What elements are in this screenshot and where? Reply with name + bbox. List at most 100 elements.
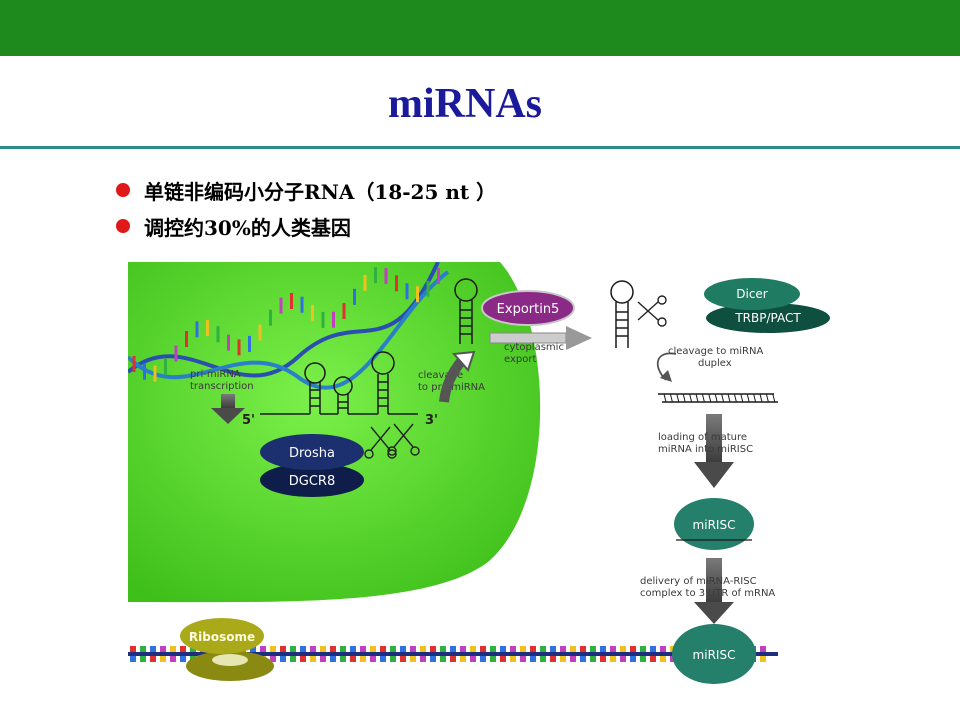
mrna-base: [540, 656, 546, 662]
bullet-dot-icon: [116, 219, 130, 233]
mrna-base: [470, 656, 476, 662]
mrna-base: [630, 646, 636, 652]
right-arrow-icon: [489, 326, 592, 350]
mrna-base: [360, 656, 366, 662]
mrna-base: [300, 646, 306, 652]
trbp-pact-label: TRBP/PACT: [734, 311, 801, 325]
loading-label-1: loading of mature: [658, 432, 747, 443]
duplex-base-pair: [721, 393, 725, 403]
mrna-base: [270, 646, 276, 652]
mrna-base: [330, 656, 336, 662]
mrna-base: [310, 646, 316, 652]
mrna-base: [450, 646, 456, 652]
mrna-base: [370, 656, 376, 662]
mrna-base: [500, 656, 506, 662]
mrna-base: [490, 646, 496, 652]
duplex-base-pair: [701, 393, 705, 403]
mrna-base: [500, 646, 506, 652]
mrna-base: [380, 646, 386, 652]
drosha-label: Drosha: [289, 446, 335, 461]
cytoplasmic-export-label-2: export: [504, 354, 536, 365]
mrna-base: [490, 656, 496, 662]
mrna-base: [350, 656, 356, 662]
mrna-base: [300, 656, 306, 662]
mrna-base: [270, 656, 276, 662]
duplex-base-pair: [746, 393, 750, 403]
scissors-icon: [637, 295, 667, 327]
pri-mirna-label-2: transcription: [190, 381, 254, 392]
mrna-base: [400, 646, 406, 652]
duplex-base-pair: [689, 393, 693, 403]
mrna-base: [370, 646, 376, 652]
cytoplasmic-export-label-1: cytoplasmic: [504, 342, 564, 353]
mrna-base: [580, 646, 586, 652]
mrna-base: [600, 656, 606, 662]
mrna-base: [590, 656, 596, 662]
bullet-text: 单链非编码小分子RNA（18-25 nt ）: [144, 179, 497, 204]
duplex-base-pair: [714, 393, 718, 403]
duplex-base-pair: [733, 393, 737, 403]
duplex-base-pair: [676, 393, 680, 403]
mrna-base: [610, 646, 616, 652]
mrna-base: [510, 646, 516, 652]
mrna-base: [260, 646, 266, 652]
mrna-base: [360, 646, 366, 652]
mrna-base: [630, 656, 636, 662]
mrna-base: [310, 656, 316, 662]
mrna-base: [530, 646, 536, 652]
mrna-base: [390, 646, 396, 652]
pre-mirna-hairpin-icon: [610, 280, 634, 348]
mrna-base: [610, 656, 616, 662]
duplex-base-pair: [695, 393, 699, 403]
mrna-base: [440, 646, 446, 652]
duplex-base-pair: [772, 393, 776, 403]
mrna-base: [470, 646, 476, 652]
exportin5-complex: Exportin5: [481, 290, 575, 326]
mrna-base: [130, 656, 136, 662]
ribosome-complex: Ribosome: [180, 618, 274, 681]
mrna-base: [510, 656, 516, 662]
curved-arrow-icon: [439, 350, 476, 403]
mrna-base: [280, 656, 286, 662]
bullet-item: 调控约30%的人类基因: [116, 208, 496, 244]
cleavage-duplex-label-2: duplex: [698, 358, 732, 369]
mrna-base: [410, 656, 416, 662]
mrna-base: [290, 646, 296, 652]
mrna-base: [660, 646, 666, 652]
mrna-base: [140, 656, 146, 662]
mrna-base: [320, 646, 326, 652]
bullet-list: 单链非编码小分子RNA（18-25 nt ） 调控约30%的人类基因: [116, 172, 496, 244]
mirisc-complex: miRISC: [672, 624, 756, 684]
pri-mirna-label-1: pri-miRNA: [190, 369, 241, 380]
ribosome-label: Ribosome: [189, 630, 255, 644]
drosha-dgcr8-complex: Drosha DGCR8: [260, 434, 364, 497]
mrna-base: [480, 646, 486, 652]
mrna-base: [550, 646, 556, 652]
mrna-base: [160, 646, 166, 652]
mrna-base: [450, 656, 456, 662]
duplex-base-pair: [765, 393, 769, 403]
mrna-base: [440, 656, 446, 662]
delivery-label-2: complex to 3'UTR of mRNA: [640, 588, 775, 599]
loading-label-2: miRNA into miRISC: [658, 444, 753, 455]
duplex-base-pair: [740, 393, 744, 403]
mrna-base: [570, 656, 576, 662]
curved-arrow-icon: [656, 352, 677, 382]
down-arrow-icon: [694, 414, 734, 488]
mrna-base: [650, 646, 656, 652]
mrna-base: [600, 646, 606, 652]
mirna-biogenesis-diagram: pri-miRNA transcription 5' 3' Drosha DGC…: [128, 262, 830, 684]
mrna-base: [430, 646, 436, 652]
mrna-base: [530, 656, 536, 662]
mirisc-complex: miRISC: [674, 498, 754, 550]
slide-title: miRNAs: [388, 81, 542, 127]
pre-mirna-hairpin-icon: [454, 278, 478, 344]
mrna-base: [460, 646, 466, 652]
scissors-icon: [387, 423, 420, 456]
three-prime-label: 3': [425, 413, 438, 428]
mrna-base: [520, 646, 526, 652]
duplex-base-pair: [727, 393, 731, 403]
mrna-base: [170, 656, 176, 662]
cleavage-duplex-label-1: cleavage to miRNA: [668, 346, 763, 357]
mrna-base: [350, 646, 356, 652]
